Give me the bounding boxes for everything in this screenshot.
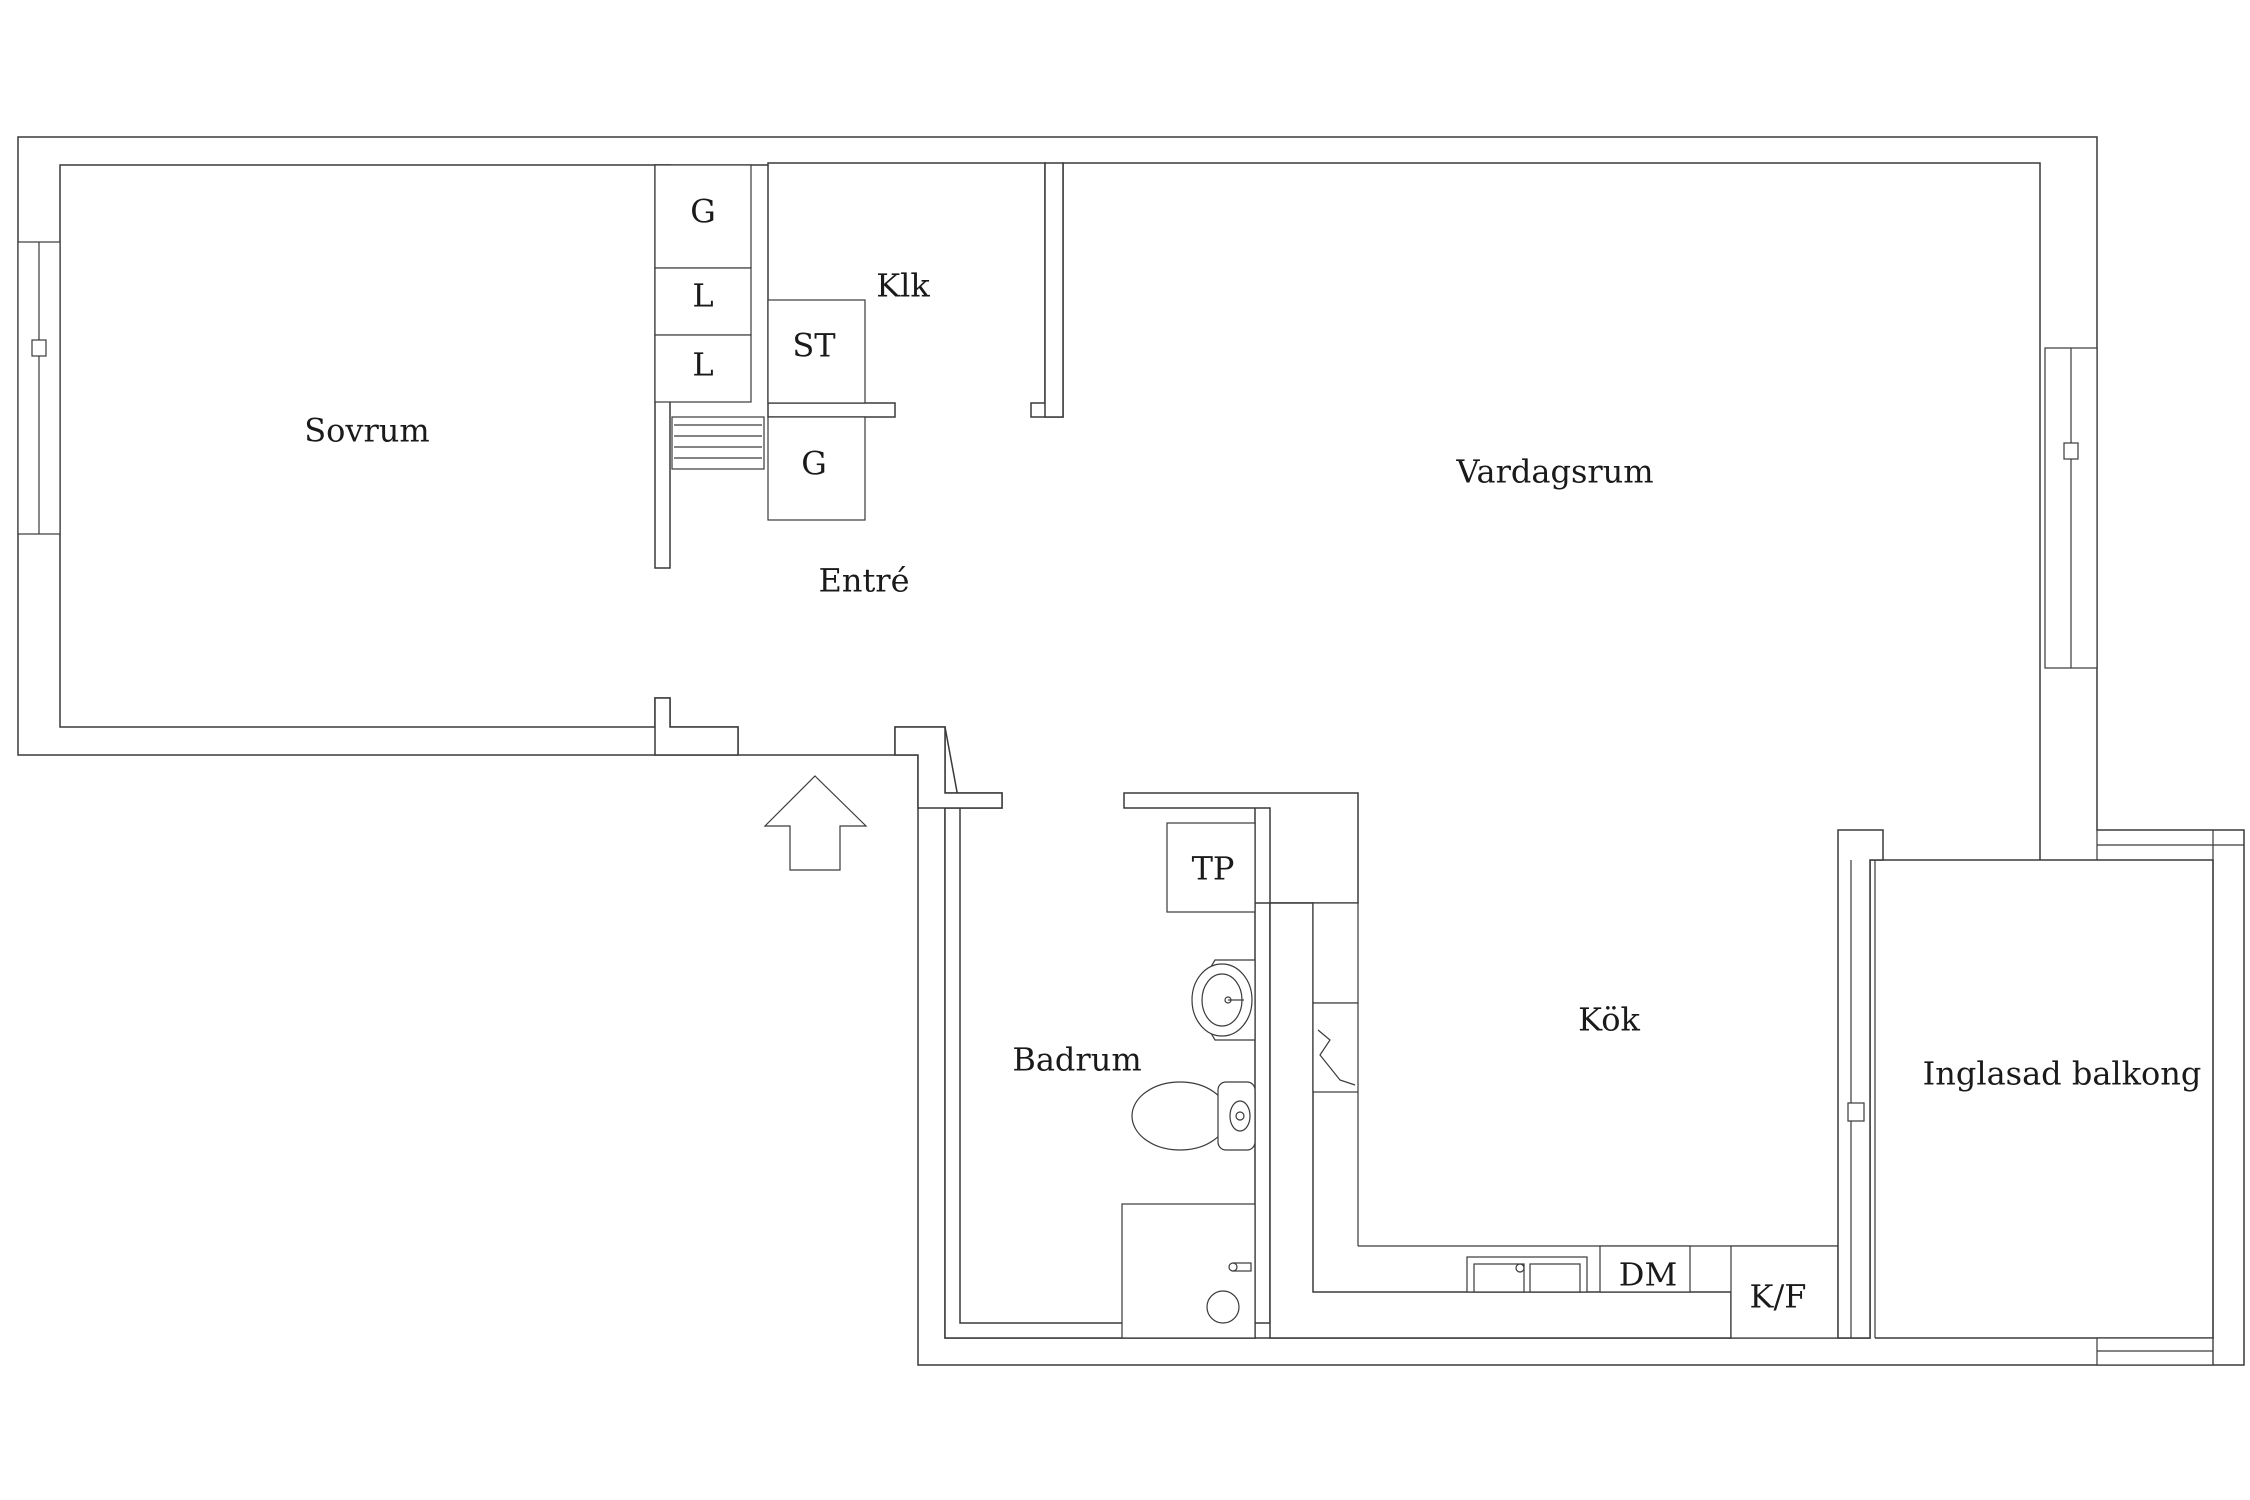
- label-st: ST: [792, 327, 836, 365]
- entry-jamb-left: [654, 697, 739, 756]
- label-badrum: Badrum: [1012, 1041, 1141, 1079]
- label-kok: Kök: [1578, 1001, 1640, 1039]
- kitchen-sink: [1466, 1256, 1588, 1293]
- label-klk: Klk: [876, 267, 930, 305]
- exterior-wall: [17, 136, 2245, 1366]
- window-vardagsrum: [2044, 347, 2098, 669]
- st-cabinet: [767, 299, 866, 404]
- balkong-frame: [2096, 830, 2244, 1365]
- label-vardagsrum: Vardagsrum: [1455, 453, 1653, 491]
- dm-cabinet: [1599, 1245, 1691, 1293]
- window-balkong-bottom: [2096, 1337, 2214, 1366]
- wall-kok-balkong: [1837, 829, 1884, 1339]
- balkong-door-marker: [1847, 1102, 1865, 1122]
- label-balkong: Inglasad balkong: [1923, 1055, 2202, 1093]
- g-lower-cabinet: [767, 416, 866, 521]
- label-l-1: L: [692, 277, 713, 315]
- tp-cabinet: [1166, 822, 1256, 913]
- label-g-lower: G: [801, 445, 827, 483]
- label-l-2: L: [692, 346, 713, 384]
- window-sovrum: [17, 241, 61, 535]
- label-tp: TP: [1192, 850, 1235, 888]
- label-kf: K/F: [1750, 1278, 1807, 1316]
- label-g-top: G: [690, 193, 716, 231]
- wash-basin: [1191, 959, 1256, 1041]
- entry-jamb-right: [894, 726, 1003, 809]
- wall-klk-top-right: [1044, 162, 1064, 418]
- entrance-arrow-icon: [763, 775, 868, 871]
- shelf-rack: [671, 416, 765, 470]
- label-dm: DM: [1619, 1256, 1677, 1294]
- closet-block: [654, 164, 752, 403]
- kitchen-upper-cabinets: [1312, 902, 1838, 1247]
- label-sovrum: Sovrum: [304, 412, 430, 450]
- label-entre: Entré: [818, 562, 909, 600]
- shower: [1121, 1203, 1256, 1339]
- kf-cabinet: [1730, 1245, 1839, 1339]
- toilet: [1131, 1081, 1256, 1151]
